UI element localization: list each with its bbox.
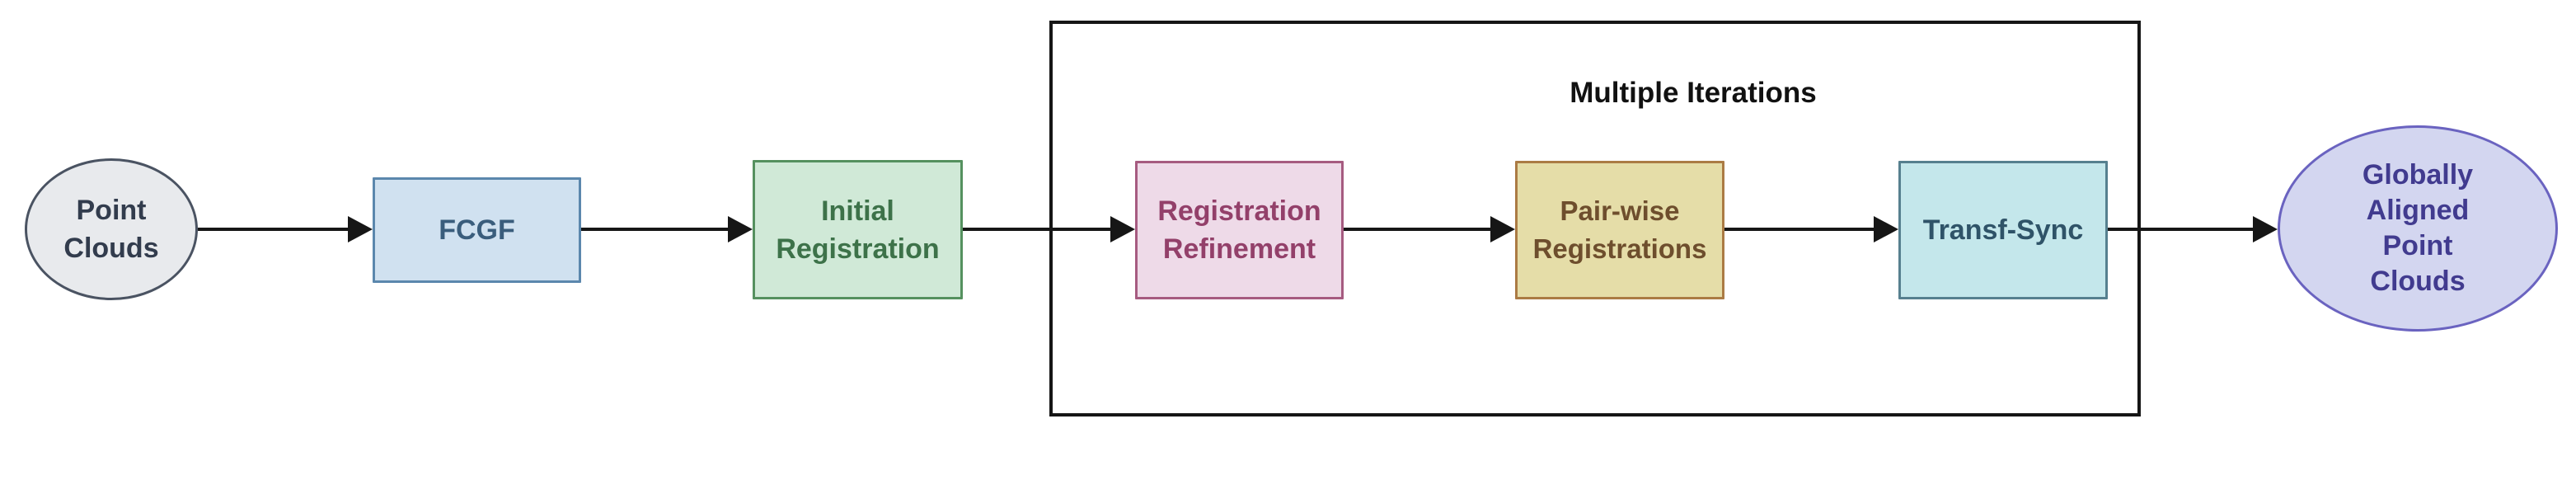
node-globally-aligned-point-clouds: Globally Aligned Point Clouds — [2278, 125, 2558, 332]
node-point-clouds: Point Clouds — [25, 158, 198, 300]
node-label-line: Pair-wise — [1560, 195, 1680, 226]
arrowhead-icon — [728, 216, 753, 242]
node-label-line: Clouds — [2370, 266, 2466, 297]
node-label-line: Initial — [821, 195, 894, 227]
node-label-line: Registration — [1157, 195, 1321, 227]
arrow-pair-wise-to-transf-sync — [1724, 228, 1875, 231]
node-label-line: Aligned — [2366, 195, 2470, 226]
node-label-line: FCGF — [439, 214, 515, 246]
arrow-fcgf-to-initial-registration — [581, 228, 730, 231]
arrow-registration-refinement-to-pair-wise — [1344, 228, 1492, 231]
arrow-point-clouds-to-fcgf — [198, 228, 350, 231]
node-transf-sync: Transf-Sync — [1898, 161, 2108, 299]
node-initial-registration: Initial Registration — [753, 160, 963, 299]
node-label-line: Refinement — [1162, 233, 1316, 265]
arrowhead-icon — [2253, 216, 2278, 242]
arrowhead-icon — [348, 216, 373, 242]
node-label-line: Clouds — [63, 233, 159, 264]
multiple-iterations-container: Multiple Iterations — [1049, 21, 2141, 416]
node-label-line: Registration — [776, 233, 940, 265]
arrow-transf-sync-to-globally-aligned — [2108, 228, 2255, 231]
arrow-initial-registration-to-registration-refinement — [963, 228, 1112, 231]
arrowhead-icon — [1874, 216, 1898, 242]
node-label-line: Point — [2382, 230, 2453, 261]
node-label-line: Registrations — [1532, 233, 1707, 264]
node-pair-wise-registrations: Pair-wise Registrations — [1515, 161, 1724, 299]
arrowhead-icon — [1110, 216, 1135, 242]
node-label-line: Transf-Sync — [1922, 214, 2084, 246]
arrowhead-icon — [1490, 216, 1515, 242]
node-label-line: Point — [76, 195, 147, 226]
node-label-line: Globally — [2362, 159, 2474, 191]
node-fcgf: FCGF — [373, 177, 581, 283]
node-registration-refinement: Registration Refinement — [1135, 161, 1344, 299]
multiple-iterations-label: Multiple Iterations — [1570, 77, 1817, 109]
